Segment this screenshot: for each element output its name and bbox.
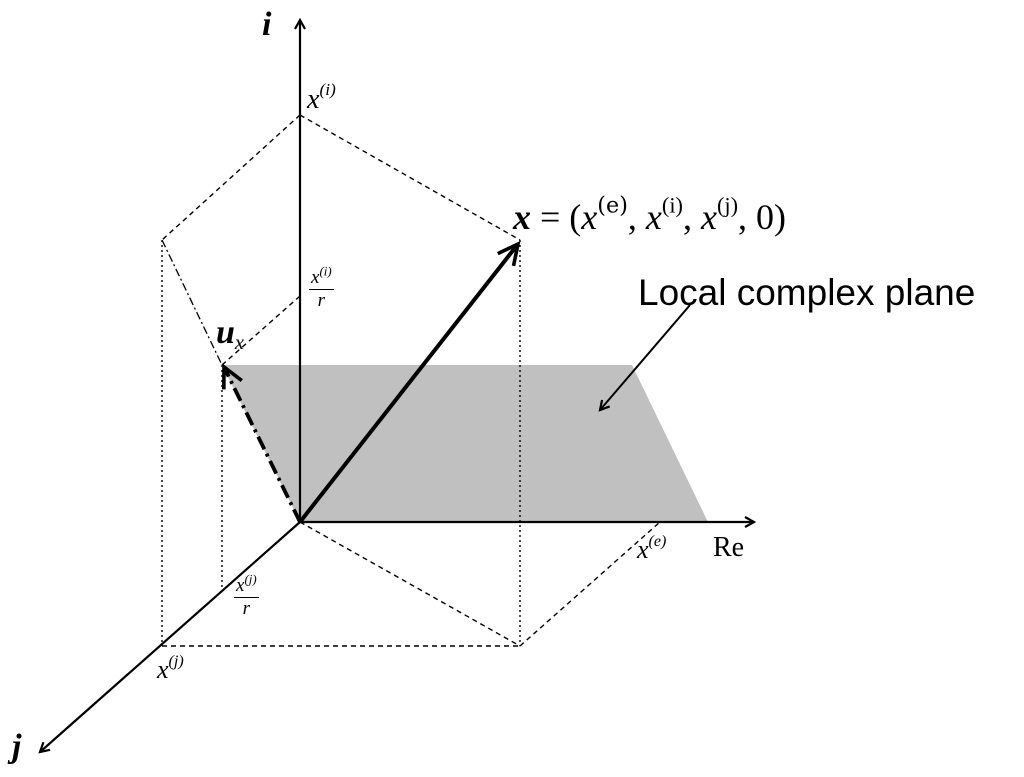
annotation-arrow [600, 304, 691, 410]
j-axis-label: j [12, 728, 22, 765]
i-axis-label: i [262, 6, 272, 43]
vector-x-equation: x = (x(e), x(i), x(j), 0) [513, 192, 786, 237]
re-axis-label: Re [713, 532, 745, 563]
xi-over-r-fraction: x(i) r [309, 263, 334, 311]
vector-ux [224, 367, 302, 523]
vector-x [298, 244, 518, 524]
dashdot-line [161, 239, 223, 366]
local-complex-plane-annotation: Local complex plane [638, 272, 976, 313]
dashed-projection-lines [161, 114, 661, 647]
xe-label: x(e) [637, 532, 667, 564]
local-complex-plane [222, 365, 708, 522]
vector-ux-label: ux [216, 314, 244, 355]
j-axis [40, 521, 301, 752]
xi-label: x(i) [307, 79, 336, 115]
xj-over-r-fraction: x(j) r [234, 571, 259, 619]
xj-label: x(j) [157, 652, 184, 684]
